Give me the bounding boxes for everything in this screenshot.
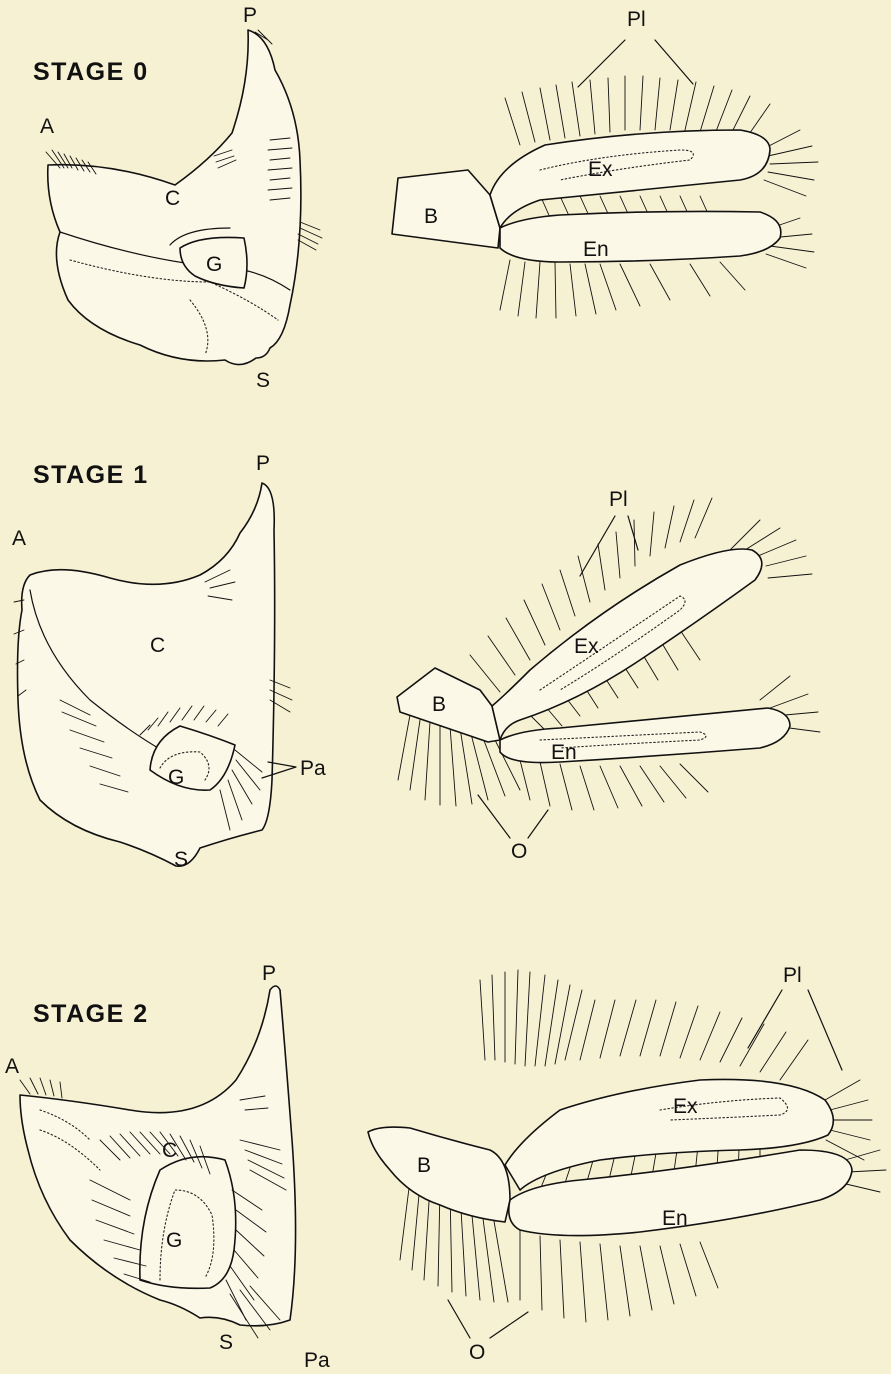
stage-2-label-O: O (469, 1341, 485, 1364)
stage-2-label-Ex: Ex (673, 1095, 698, 1118)
stage-0-label-B: B (424, 205, 438, 228)
stage-1-label-Pa: Pa (300, 757, 326, 780)
stage-2-label-B: B (417, 1154, 431, 1177)
stage-2-label-Pa: Pa (304, 1349, 330, 1372)
stage-0-label-G: G (206, 253, 222, 276)
stage-1-label-Ex: Ex (574, 635, 599, 658)
stage-0-title: STAGE 0 (33, 58, 149, 86)
stage-1-label-O: O (511, 840, 527, 863)
stage-2-title: STAGE 2 (33, 1000, 149, 1028)
stage-0-label-P: P (243, 4, 257, 27)
stage-1-label-G: G (168, 766, 184, 789)
stage-1-label-P: P (256, 452, 270, 475)
stage-1-label-Pl: Pl (609, 488, 628, 511)
stage-2-label-En: En (662, 1207, 688, 1230)
stage-0-label-Pl: Pl (627, 8, 646, 31)
stage-1-label-C: C (150, 634, 165, 657)
stage-2-label-S: S (219, 1331, 233, 1354)
stage-1-label-A: A (12, 527, 26, 550)
stage-0-label-A: A (40, 115, 54, 138)
stage-2-label-Pl: Pl (783, 964, 802, 987)
stage-1-label-En: En (551, 741, 577, 764)
stage-0-label-En: En (583, 238, 609, 261)
stage-1-title: STAGE 1 (33, 461, 149, 489)
stage-0-label-C: C (165, 187, 180, 210)
stage-2-label-P: P (262, 962, 276, 985)
stage-0-label-Ex: Ex (588, 158, 613, 181)
stage-1-label-S: S (174, 848, 188, 871)
stage-1-label-B: B (432, 693, 446, 716)
stage-2-label-C: C (162, 1139, 177, 1162)
stage-0-label-S: S (256, 369, 270, 392)
stage-2-label-G: G (166, 1229, 182, 1252)
stage-2-label-A: A (5, 1055, 19, 1078)
